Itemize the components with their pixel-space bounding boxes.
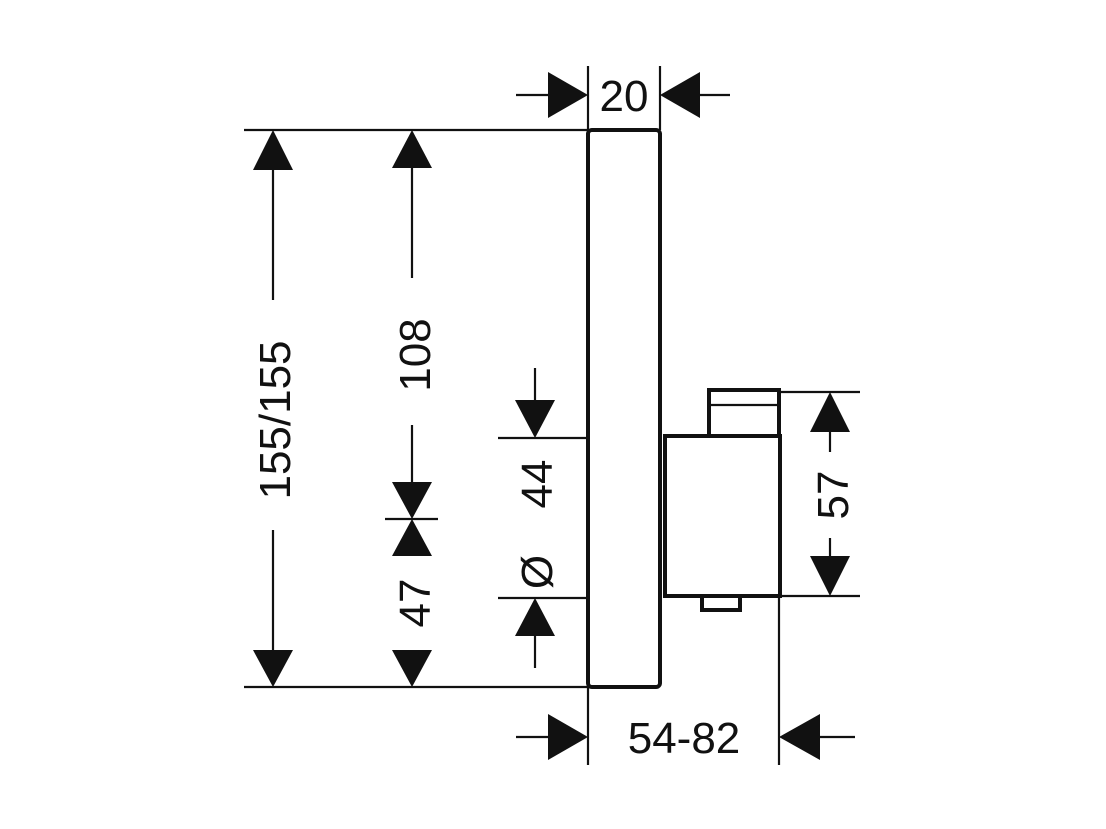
dimension-lower-height: 47	[391, 519, 440, 687]
valve-top-cap	[707, 388, 781, 438]
arrow-down-icon	[253, 650, 293, 687]
arrow-right-icon	[548, 72, 588, 118]
arrow-up-icon	[810, 392, 850, 432]
arrow-down-icon	[392, 650, 432, 687]
arrow-down-icon	[392, 482, 432, 519]
dimension-label-depth-range: 54-82	[628, 714, 741, 763]
dimension-label-lower-height: 47	[391, 579, 440, 628]
diameter-symbol: Ø	[513, 555, 562, 589]
dimension-upper-height: 108	[391, 130, 440, 519]
valve-bottom-stub	[700, 594, 742, 612]
arrow-up-icon	[392, 130, 432, 168]
dimension-label-body-height: 57	[809, 471, 858, 520]
dimension-body-height: 57	[779, 390, 860, 598]
dimension-depth-range: 54-82	[516, 596, 855, 765]
arrow-up-icon	[392, 519, 432, 556]
dimension-label-width-top: 20	[600, 72, 649, 121]
cover-plate	[586, 128, 662, 689]
dimension-label-diameter-value: 44	[513, 460, 562, 509]
arrow-up-icon	[253, 130, 293, 170]
arrow-up-icon	[515, 598, 555, 636]
valve-body	[663, 434, 782, 598]
arrow-left-icon	[779, 714, 820, 760]
extension-lines-left	[244, 128, 588, 689]
dimension-label-total-height: 155/155	[251, 340, 300, 499]
arrow-right-icon	[548, 714, 588, 760]
dimension-total-height: 155/155	[251, 130, 300, 687]
product-outline	[586, 128, 782, 689]
dimension-label-upper-height: 108	[391, 318, 440, 391]
arrow-down-icon	[810, 556, 850, 596]
dimension-diameter: 44 Ø	[513, 368, 562, 668]
arrow-down-icon	[515, 400, 555, 438]
dimension-width-top: 20	[516, 66, 730, 130]
arrow-left-icon	[660, 72, 700, 118]
